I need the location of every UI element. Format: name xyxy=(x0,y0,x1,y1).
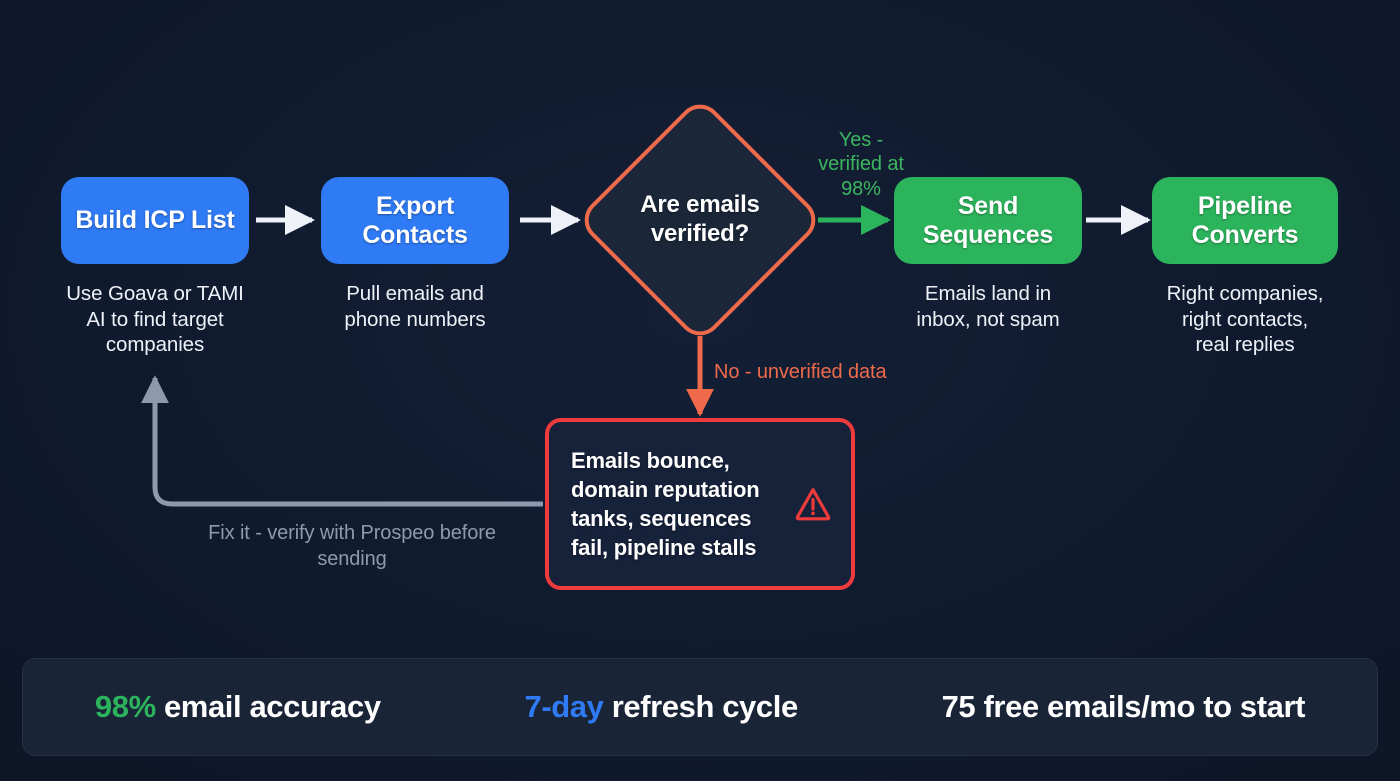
edge-label-yes: Yes - verified at 98% xyxy=(818,129,904,200)
caption-send-sequences: Emails land in inbox, not spam xyxy=(916,282,1060,331)
node-label: Export Contacts xyxy=(362,191,468,249)
decision-label: Are emails verified? xyxy=(640,191,760,247)
stat-free-emails: 75 free emails/mo to start xyxy=(941,689,1306,725)
failure-state-box[interactable]: Emails bounce, domain reputation tanks, … xyxy=(545,418,855,590)
stat-rest: refresh cycle xyxy=(603,689,799,724)
node-label: Send Sequences xyxy=(922,191,1054,249)
node-export-contacts[interactable]: Export Contacts xyxy=(321,177,509,264)
stat-rest: email accuracy xyxy=(155,689,381,724)
node-label: Build ICP List xyxy=(75,206,235,234)
node-send-sequences[interactable]: Send Sequences xyxy=(894,177,1082,264)
edge-label-no: No - unverified data xyxy=(714,361,887,383)
connector-failure-loop-back xyxy=(141,375,543,507)
decision-are-emails-verified[interactable]: Are emails verified? xyxy=(575,95,825,345)
failure-state-text: Emails bounce, domain reputation tanks, … xyxy=(571,447,760,561)
stat-refresh-cycle: 7-day refresh cycle xyxy=(524,689,799,725)
stat-highlight: 7-day xyxy=(524,689,604,724)
caption-export-contacts: Pull emails and phone numbers xyxy=(344,282,486,331)
caption-build-icp-list: Use Goava or TAMI AI to find target comp… xyxy=(66,282,244,357)
warning-triangle-icon xyxy=(795,488,831,521)
node-label: Pipeline Converts xyxy=(1191,191,1299,249)
caption-pipeline-converts: Right companies, right contacts, real re… xyxy=(1166,282,1324,357)
node-pipeline-converts[interactable]: Pipeline Converts xyxy=(1152,177,1338,264)
stat-email-accuracy: 98% email accuracy xyxy=(95,689,381,725)
stat-highlight: 98% xyxy=(94,689,156,724)
edge-label-loop: Fix it - verify with Prospeo before send… xyxy=(208,522,496,570)
stat-rest: 75 free emails/mo to start xyxy=(941,689,1306,724)
footer-stats-bar: 98% email accuracy 7-day refresh cycle 7… xyxy=(22,658,1378,756)
node-build-icp-list[interactable]: Build ICP List xyxy=(61,177,249,264)
